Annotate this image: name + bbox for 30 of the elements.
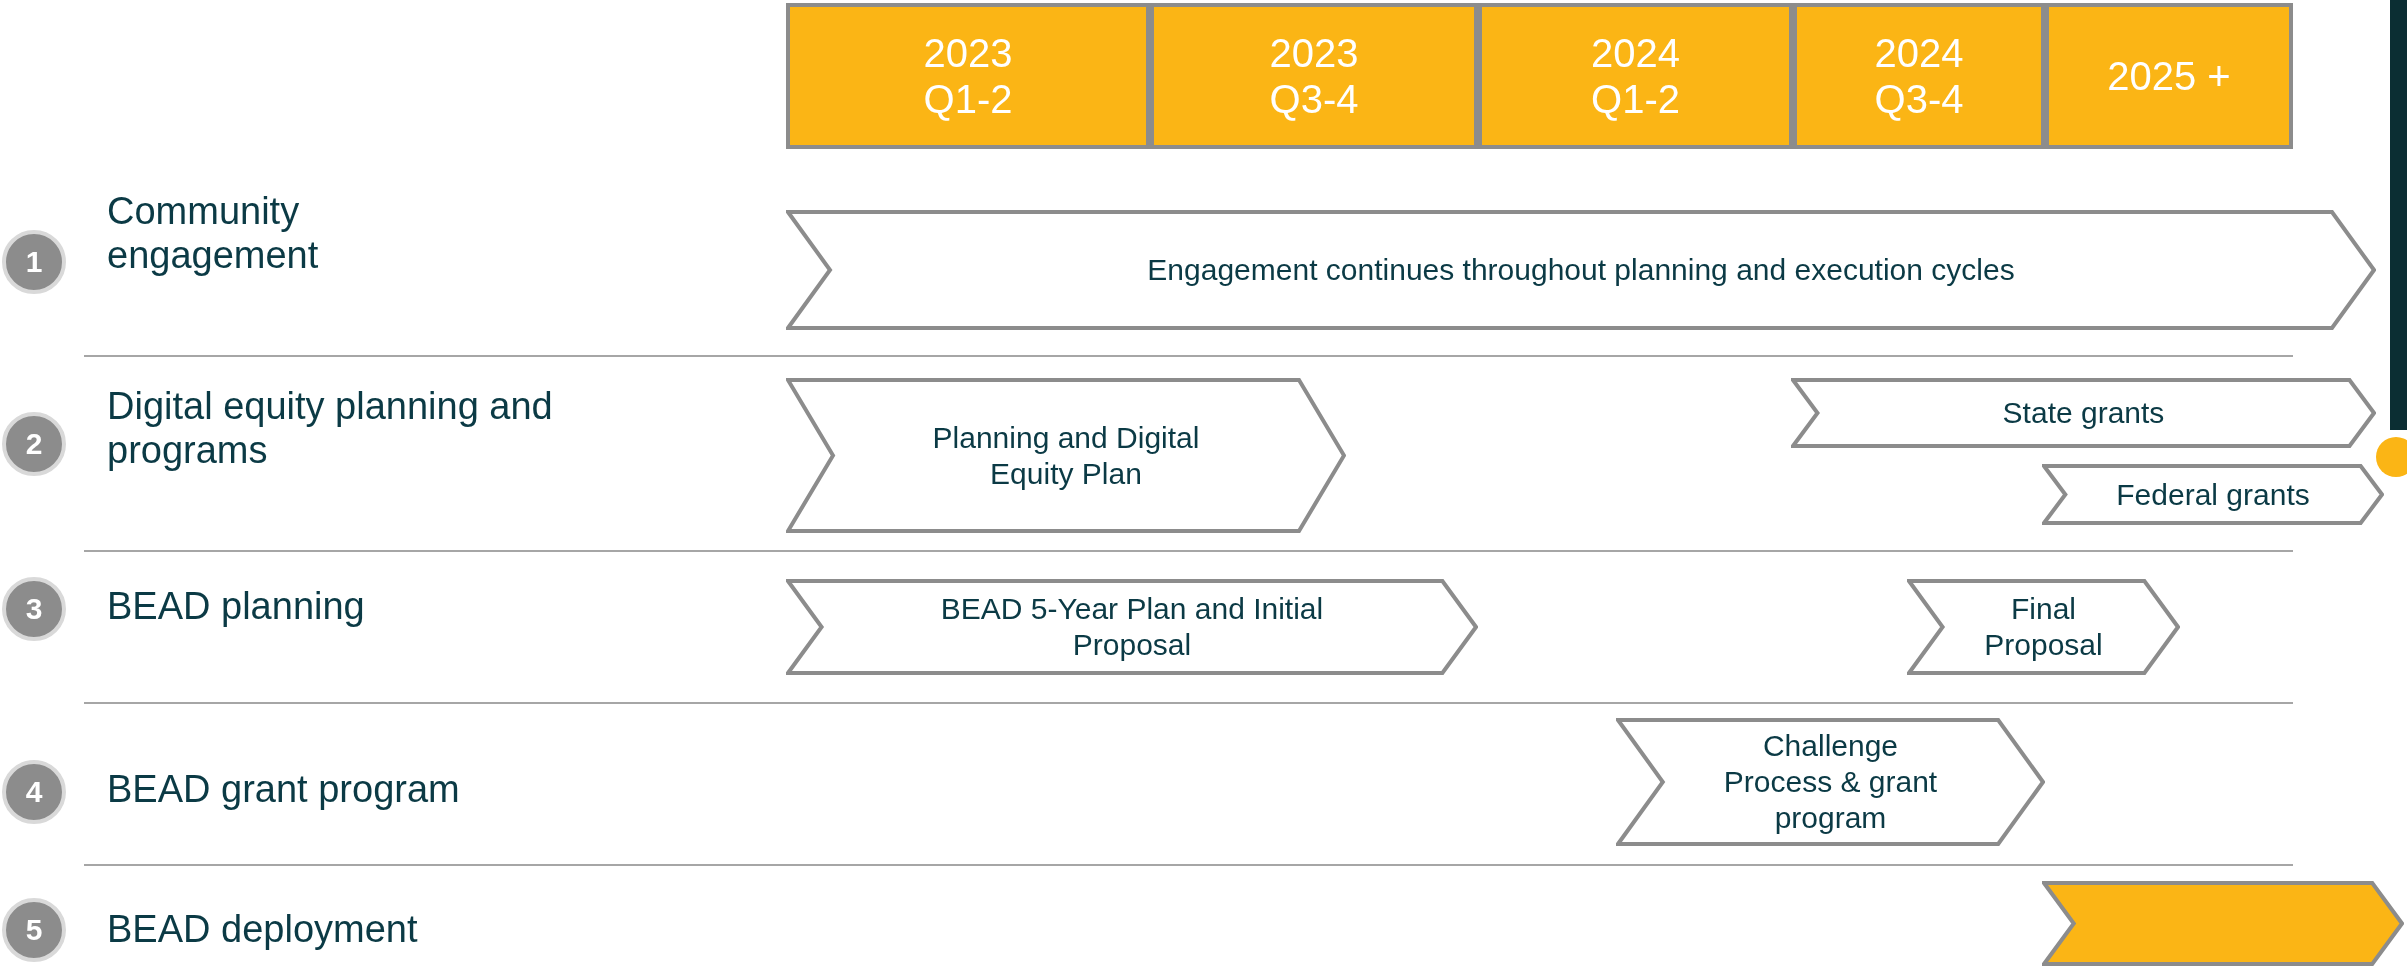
period-header: 2024 Q3-4 (1793, 3, 2045, 149)
period-header: 2024 Q1-2 (1478, 3, 1793, 149)
row-number-badge: 3 (2, 577, 66, 641)
row-number-badge: 2 (2, 412, 66, 476)
phase-bar (786, 579, 1478, 675)
period-header: 2023 Q1-2 (786, 3, 1150, 149)
phase-bar (786, 378, 1346, 533)
chevron-text: Federal grants (2115, 476, 2311, 513)
chevron-text: Final Proposal (1983, 591, 2104, 663)
phase-bar (1791, 378, 2376, 448)
row-title: BEAD planning (107, 585, 365, 629)
chevron-text: Planning and Digital Equity Plan (931, 419, 1201, 492)
chevron-text: Challenge Process & grant program (1722, 728, 1939, 836)
row-number-badge: 1 (2, 230, 66, 294)
row-number-badge: 4 (2, 760, 66, 824)
period-header: 2025 + (2045, 3, 2293, 149)
chevron-text: Engagement continues throughout planning and execution cycles (1146, 252, 2016, 288)
row-title: BEAD grant program (107, 768, 460, 812)
phase-bar (1907, 579, 2180, 675)
phase-bar (786, 210, 2376, 330)
row-title: Community engagement (107, 190, 320, 278)
chevron-text: BEAD 5-Year Plan and Initial Proposal (939, 591, 1325, 663)
chevron-text: State grants (2001, 395, 2166, 431)
row-title: BEAD deployment (107, 908, 418, 952)
phase-bar (1616, 718, 2045, 846)
row-title: Digital equity planning and programs (107, 385, 554, 473)
phase-bar (2042, 464, 2384, 525)
row-number-badge: 5 (2, 898, 66, 962)
phase-bar (2042, 881, 2404, 966)
period-header: 2023 Q3-4 (1150, 3, 1478, 149)
